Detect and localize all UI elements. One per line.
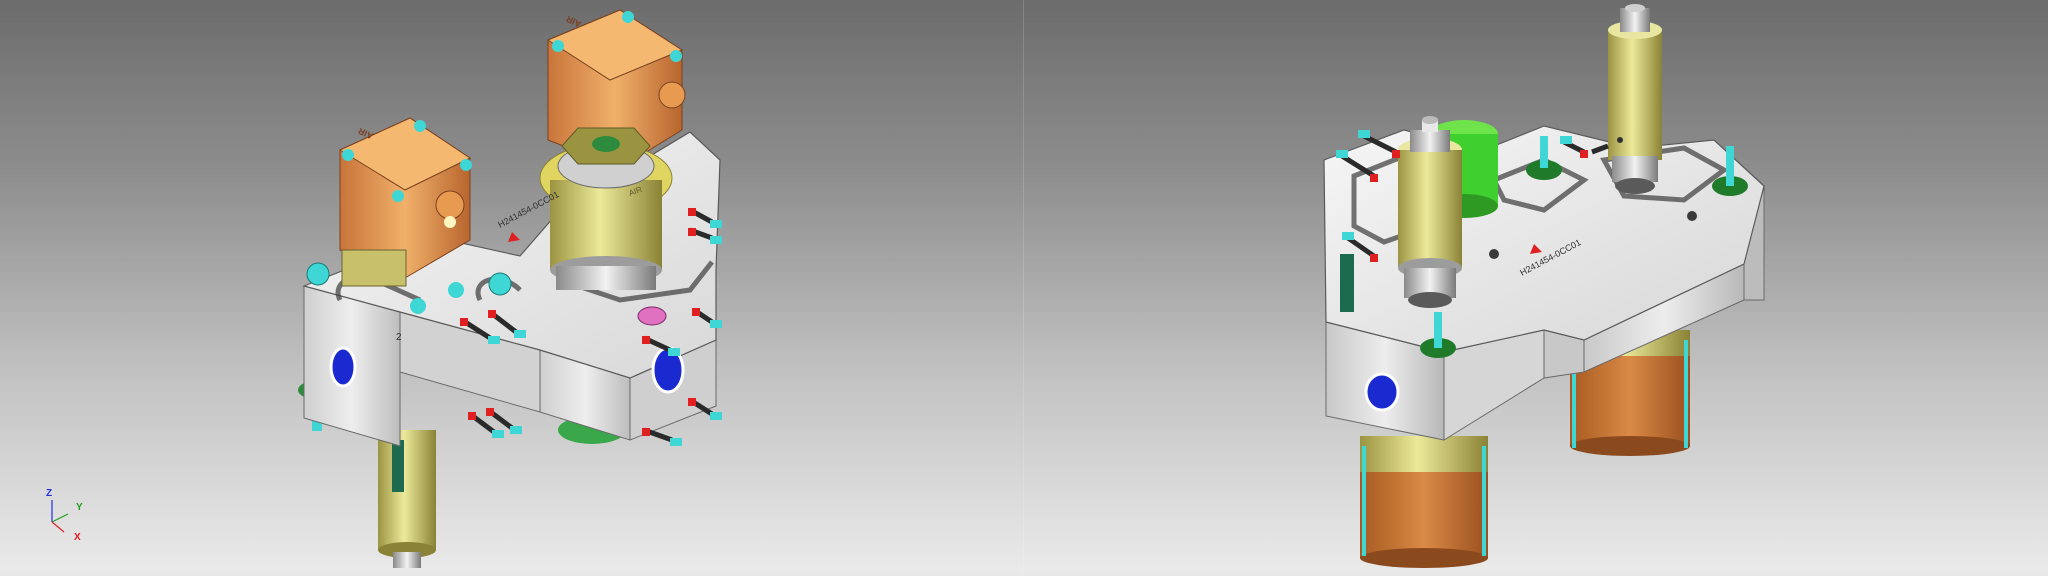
fittings-left	[306, 207, 722, 446]
viewport-left[interactable]: H241454-0CC01 AIR AIR AIR 2 Z Y X	[0, 0, 1024, 576]
axis-triad-left: Z Y X	[40, 486, 100, 556]
solenoid-a	[338, 117, 472, 287]
viewport-divider[interactable]	[1023, 0, 1024, 576]
axis-z-label: Z	[46, 488, 53, 499]
manifold-model-right[interactable]: H241454-0CC01	[1024, 0, 2048, 576]
viewport-right[interactable]: H241454-0CC01 X Y Z	[1024, 0, 2048, 576]
port-label: 2	[396, 332, 402, 343]
axis-x-label: X	[74, 532, 81, 543]
solenoid-label: AIR	[564, 13, 583, 29]
lower-solenoid-stack	[1360, 436, 1488, 568]
fittings-right	[1336, 130, 1609, 262]
cartridge-label: AIR	[628, 185, 644, 198]
solenoid-label: AIR	[356, 125, 375, 141]
manifold-model-left[interactable]: H241454-0CC01 AIR AIR AIR 2	[0, 0, 1024, 576]
lower-solenoid-left	[378, 430, 436, 568]
window-bottom-edge	[0, 573, 2048, 576]
cartridge-valve	[539, 127, 673, 290]
axis-y-label: Y	[76, 502, 83, 513]
standoffs	[1340, 136, 1748, 358]
cartridge-right	[1608, 4, 1662, 194]
cartridge-left	[1398, 116, 1462, 308]
